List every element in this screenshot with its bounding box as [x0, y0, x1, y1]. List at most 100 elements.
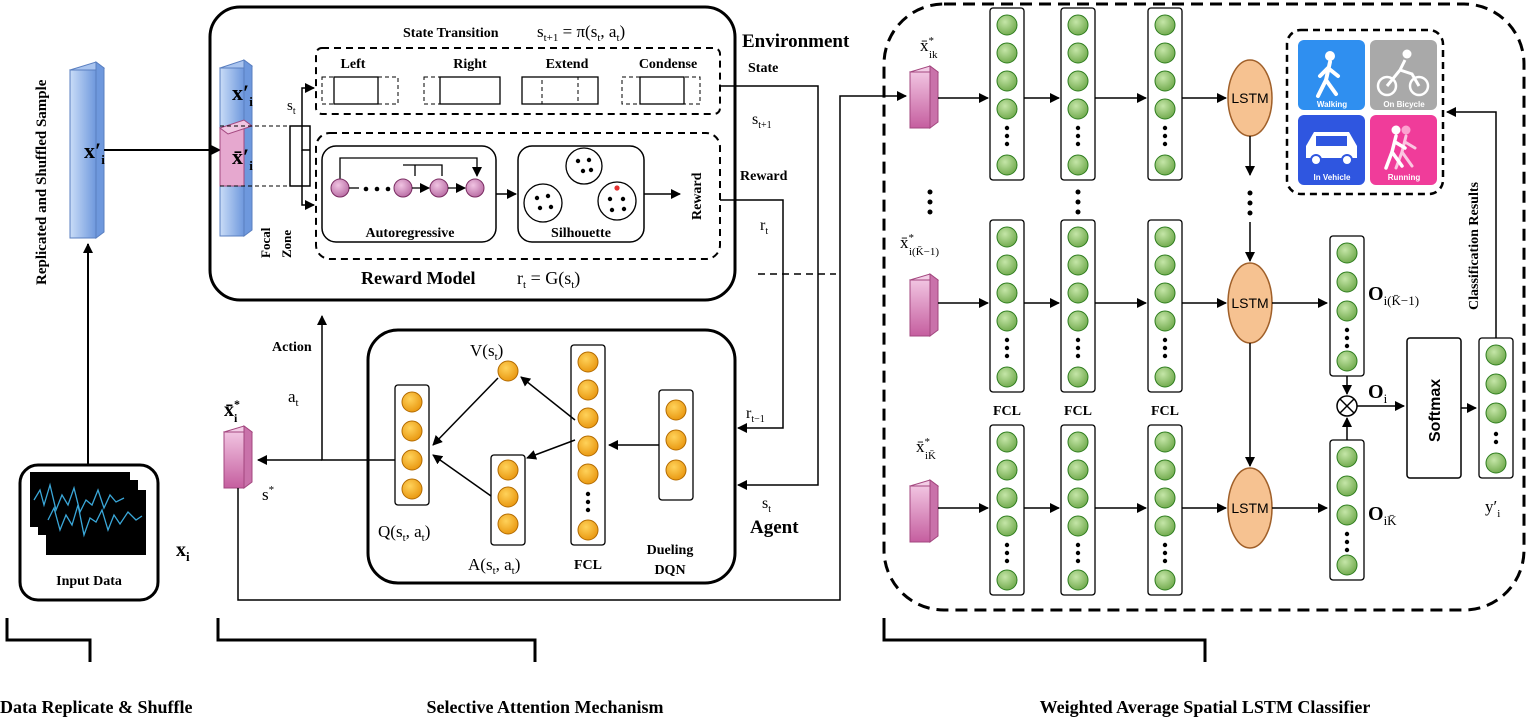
advantage-label: A(st, at) [468, 555, 520, 577]
svg-text:Right: Right [453, 57, 487, 72]
output-nodes [1485, 344, 1507, 474]
o-node [1336, 300, 1358, 322]
x-prime-label: x′i [84, 138, 105, 167]
xbar-ik1-label: x̄*i(K̄−1) [900, 232, 939, 258]
fcl-node [1154, 569, 1176, 591]
autoregressive-nodes [330, 157, 485, 198]
fcl-ellipsis-dot [1004, 125, 1010, 131]
r-t-1-label: rt−1 [746, 405, 765, 425]
fcl-node [996, 366, 1018, 388]
state-label: State [748, 61, 778, 76]
fcl-column [1060, 424, 1096, 596]
reward-box [315, 132, 721, 260]
o-i-label: Oi [1368, 381, 1388, 406]
fcl-ellipsis-dot [1004, 337, 1010, 343]
action-label: Action [272, 340, 312, 355]
o-node [1336, 446, 1358, 468]
cube-row2 [908, 273, 940, 337]
advantage-nodes [497, 459, 519, 535]
fcl-ellipsis-dot [1075, 125, 1081, 131]
o-ellipsis-dot [1344, 343, 1350, 349]
fcl-node [1067, 459, 1089, 481]
q-label: Q(st, at) [378, 522, 430, 544]
fcl-node [996, 569, 1018, 591]
s-star-label: s* [262, 484, 274, 504]
arrow-output-to-results [1446, 107, 1497, 338]
input-data-label: Input Data [56, 574, 122, 589]
reward-vertical-label: Reward [690, 172, 705, 220]
replicated-sample-bar [68, 61, 106, 239]
o-ellipsis-dot [1344, 547, 1350, 553]
fcl-ellipsis-dot [1075, 550, 1081, 556]
svg-text:Running: Running [1388, 173, 1421, 182]
focal-label: Focal [258, 227, 273, 258]
focal-window [289, 125, 311, 187]
agent-fcl-nodes [577, 351, 599, 541]
cube-row1 [908, 65, 940, 129]
walking-tile: Walking [1298, 40, 1365, 110]
agent-box [366, 328, 737, 585]
zone-label: Zone [279, 230, 294, 258]
o-node [1336, 350, 1358, 372]
fcl-ellipsis-dot [1004, 345, 1010, 351]
action-condense: Condense [621, 57, 701, 105]
fcl-node [1067, 569, 1089, 591]
environment-box [208, 5, 737, 302]
fcl-node [996, 254, 1018, 276]
fcl-node [1067, 431, 1089, 453]
o-ik1-label: Oi(K̄−1) [1368, 283, 1419, 308]
fcl-node [1154, 431, 1176, 453]
reward-model-label: Reward Model [361, 268, 475, 288]
fcl-node [996, 487, 1018, 509]
fcl-node [996, 14, 1018, 36]
fcl-label-3: FCL [1151, 404, 1179, 419]
y-prime-label: y′i [1485, 497, 1500, 520]
q-nodes [401, 391, 423, 500]
section-data-replicate: Data Replicate & Shuffle [0, 697, 192, 717]
fcl-ellipsis-dot [1162, 550, 1168, 556]
fcl-node [996, 459, 1018, 481]
agent-fcl-label: FCL [574, 558, 602, 573]
advantage-column [490, 454, 526, 546]
x-i-label: xi [176, 539, 190, 564]
o-ellipsis-dot [1344, 539, 1350, 545]
fcl-node [1067, 154, 1089, 176]
bracket-left [5, 618, 92, 662]
fcl-node [1067, 366, 1089, 388]
activity-panel [1285, 28, 1445, 196]
arrow-advantage-to-q [432, 454, 492, 497]
row-ellipsis-dot [1075, 199, 1081, 205]
o-node [1336, 554, 1358, 576]
running-tile: Running [1370, 115, 1437, 185]
classifier-box [882, 2, 1526, 612]
o-column-nodes [1336, 242, 1358, 576]
focal-st-label: st [287, 98, 296, 117]
fcl-ellipsis-dot [1162, 353, 1168, 359]
fcl-node [996, 226, 1018, 248]
fcl-ellipsis-dot [1162, 125, 1168, 131]
fcl-ellipsis-dot [1004, 542, 1010, 548]
fcl-node [996, 42, 1018, 64]
q-column [394, 384, 430, 506]
autoregressive-label: Autoregressive [366, 226, 455, 241]
environment-label: Environment [742, 31, 850, 52]
fcl-ellipsis-dot [1075, 542, 1081, 548]
arrow-focal-to-reward [301, 150, 315, 210]
fcl-ellipsis-dot [1162, 345, 1168, 351]
xbar-ik-label: x̄*ik [920, 35, 938, 61]
fcl-node [1154, 154, 1176, 176]
action-left: Left [321, 57, 399, 105]
fcl-column [1147, 424, 1183, 596]
focal-x-prime: x′i [232, 80, 253, 109]
input-data-box [18, 463, 160, 602]
fcl-label-2: FCL [1064, 404, 1092, 419]
value-label: V(st) [470, 341, 503, 363]
fcl-column [989, 7, 1025, 181]
bicycle-tile: On Bicycle [1370, 40, 1437, 110]
replicated-sample-label: Replicated and Shuffled Sample [34, 79, 50, 285]
fcl-node [1067, 14, 1089, 36]
svg-text:LSTM: LSTM [1231, 500, 1268, 516]
fcl-node [1067, 515, 1089, 537]
fcl-node [1154, 254, 1176, 276]
fcl-ellipsis-dot [1162, 337, 1168, 343]
